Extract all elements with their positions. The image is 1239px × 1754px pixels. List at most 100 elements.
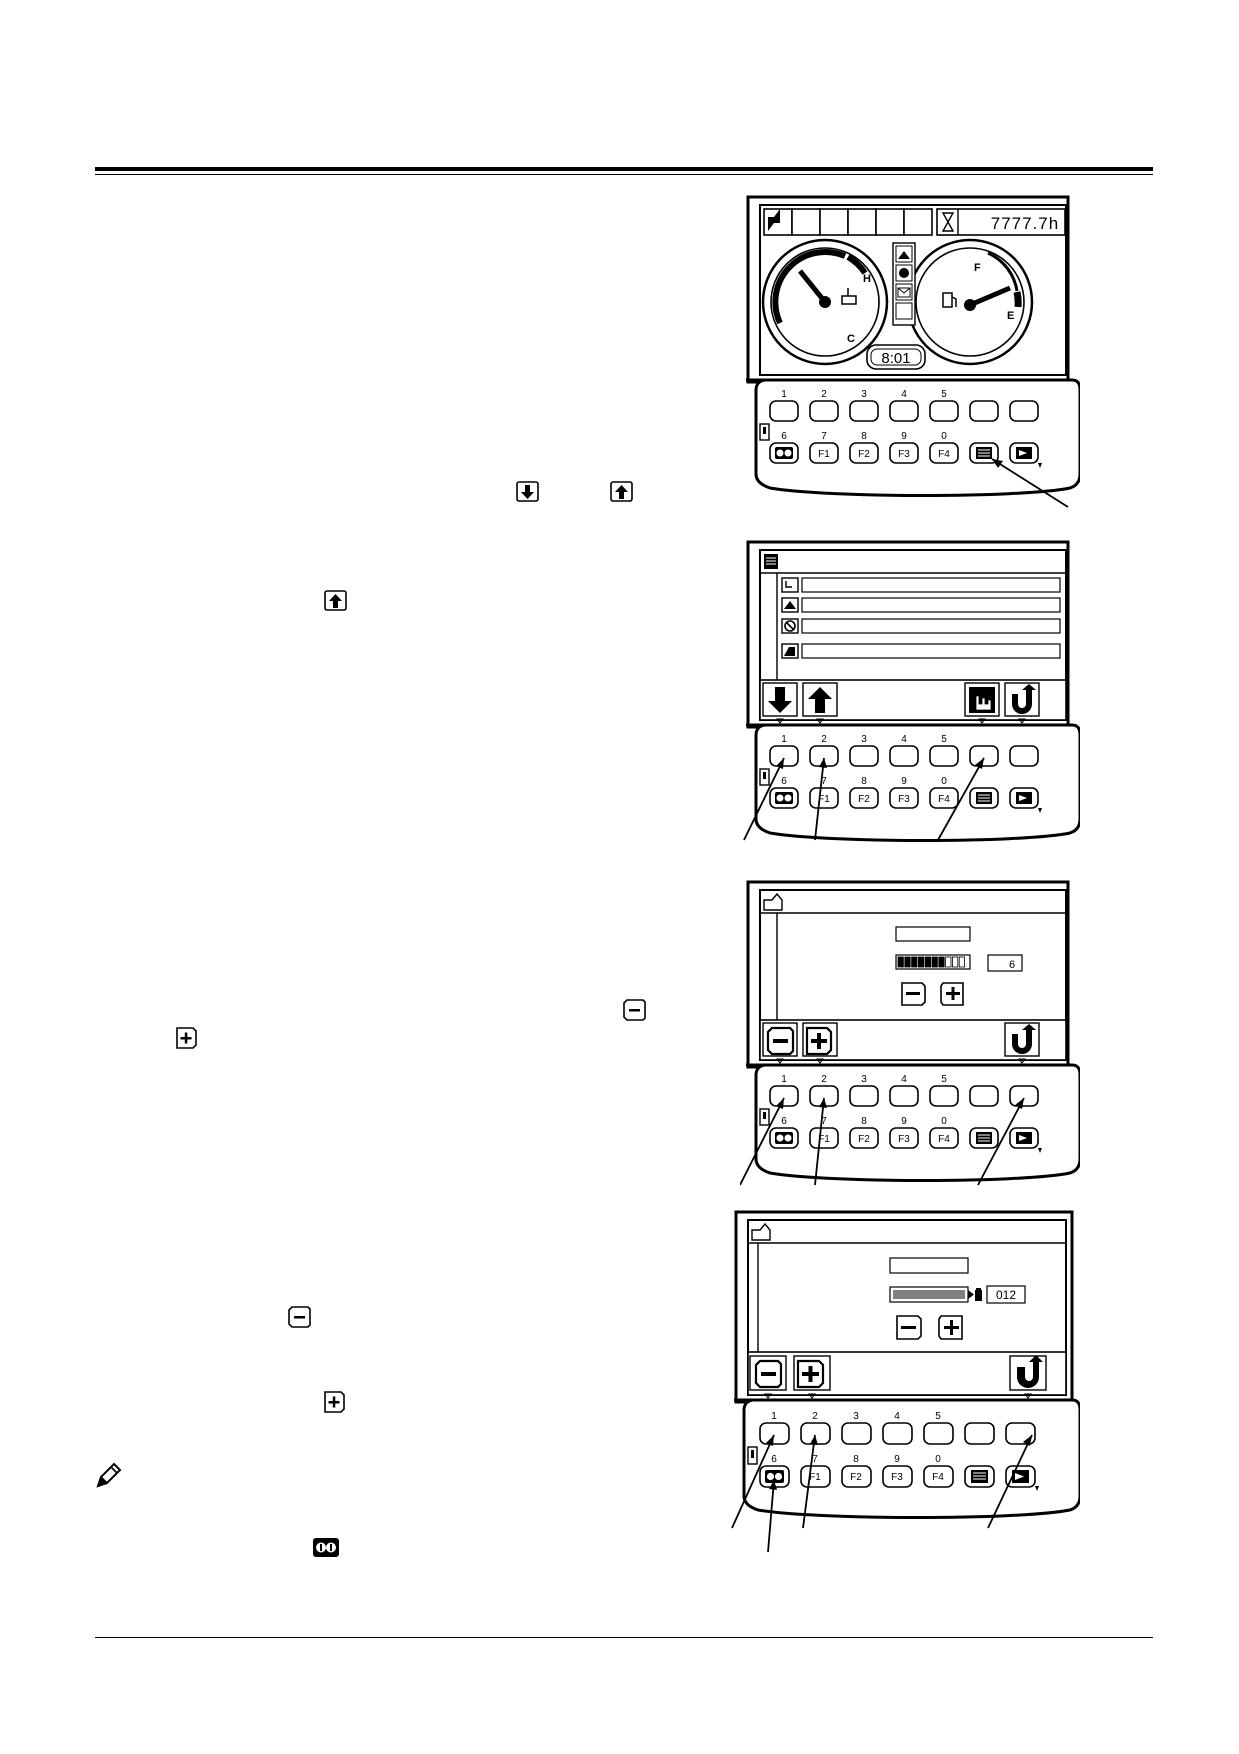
level-bar-cell — [938, 956, 945, 968]
key-1-button[interactable] — [769, 400, 799, 422]
svg-text:F1: F1 — [809, 1472, 821, 1483]
svg-text:F4: F4 — [938, 1134, 950, 1145]
status-box — [819, 208, 849, 236]
plus-icon — [324, 1391, 345, 1413]
key-5-button[interactable] — [929, 745, 959, 767]
svg-text:F2: F2 — [858, 794, 870, 805]
svg-text:6: 6 — [781, 776, 787, 787]
svg-text:F4: F4 — [938, 794, 950, 805]
f3-button[interactable] — [889, 442, 919, 464]
key-2-button[interactable] — [809, 400, 839, 422]
machine-icon — [898, 251, 910, 259]
f1-button[interactable] — [809, 787, 839, 809]
menu-row[interactable] — [801, 618, 1061, 634]
display-setting-icon — [763, 892, 783, 911]
key-3-button[interactable] — [849, 1085, 879, 1107]
svg-text:0: 0 — [935, 1454, 941, 1465]
f3-button[interactable] — [889, 787, 919, 809]
temp-low-label: C — [847, 333, 855, 345]
key-4-button[interactable] — [889, 745, 919, 767]
coolant-icon — [841, 288, 857, 305]
warning-icon — [899, 268, 909, 278]
svg-text:3: 3 — [861, 1074, 867, 1085]
svg-text:4: 4 — [901, 734, 907, 745]
key-blank-button[interactable] — [969, 400, 999, 422]
level-bar-cell — [931, 956, 938, 968]
key-3-button[interactable] — [849, 745, 879, 767]
f1-button[interactable] — [809, 1127, 839, 1149]
fuel-empty-label: E — [1007, 310, 1014, 322]
key-4-button[interactable] — [889, 400, 919, 422]
level-bar-cell — [924, 956, 931, 968]
svg-text:5: 5 — [935, 1411, 941, 1422]
header-rule-thick — [95, 167, 1153, 171]
f4-button[interactable] — [929, 787, 959, 809]
coolant-temp-gauge: H C — [761, 238, 889, 366]
key-3-button[interactable] — [849, 400, 879, 422]
clock-setting-icon — [781, 577, 799, 593]
f3-button[interactable] — [882, 1465, 913, 1488]
key-5-button[interactable] — [929, 1085, 959, 1107]
level-bar-cell — [897, 956, 904, 968]
f2-button[interactable] — [849, 442, 879, 464]
figure-3-adjust-screen: 6 1 2 3 4 5 6 7 8 9 0 F1 F2 — [740, 880, 1080, 1186]
f2-button[interactable] — [841, 1465, 872, 1488]
status-box — [791, 208, 821, 236]
value-field — [889, 1257, 969, 1274]
return-icon — [1012, 684, 1036, 714]
svg-text:6: 6 — [771, 1454, 777, 1465]
level-bar-cells — [897, 956, 965, 968]
level-bar-cell — [917, 956, 925, 968]
svg-text:4: 4 — [901, 1074, 907, 1085]
level-value-box — [987, 954, 1023, 972]
svg-text:F1: F1 — [818, 794, 830, 805]
pointer-arrow — [814, 1097, 825, 1186]
svg-text:8: 8 — [853, 1454, 859, 1465]
svg-text:1: 1 — [781, 734, 787, 745]
menu-row[interactable] — [801, 577, 1061, 593]
key-1-button[interactable] — [759, 1422, 790, 1445]
pointer-arrow — [802, 1434, 816, 1529]
svg-text:F3: F3 — [898, 1134, 910, 1145]
key-1-button[interactable] — [769, 1085, 799, 1107]
pointer-arrow — [937, 757, 985, 841]
key-blank-button[interactable] — [1009, 745, 1039, 767]
f1-button[interactable] — [809, 442, 839, 464]
pointer-arrow — [740, 1097, 785, 1186]
key-5-button[interactable] — [923, 1422, 954, 1445]
pointer-arrow — [991, 458, 1069, 508]
svg-text:F1: F1 — [818, 449, 830, 460]
key-blank-button[interactable] — [964, 1422, 995, 1445]
svg-text:9: 9 — [901, 1116, 907, 1127]
f2-button[interactable] — [849, 1127, 879, 1149]
f3-button[interactable] — [889, 1127, 919, 1149]
key-5-button[interactable] — [929, 400, 959, 422]
svg-text:7: 7 — [821, 1116, 827, 1127]
key-3-button[interactable] — [841, 1422, 872, 1445]
svg-text:F4: F4 — [932, 1472, 944, 1483]
svg-text:7: 7 — [812, 1454, 818, 1465]
key-blank-button[interactable] — [969, 745, 999, 767]
key-4-button[interactable] — [882, 1422, 913, 1445]
svg-text:3: 3 — [861, 389, 867, 400]
key-4-button[interactable] — [889, 1085, 919, 1107]
svg-text:6: 6 — [781, 431, 787, 442]
key-blank-button[interactable] — [969, 1085, 999, 1107]
return-icon — [1017, 1355, 1043, 1388]
svg-text:F2: F2 — [858, 449, 870, 460]
f4-button[interactable] — [929, 442, 959, 464]
key-blank-button[interactable] — [1009, 1085, 1039, 1107]
header-rule-thin — [95, 174, 1153, 175]
keypad: 1 2 3 4 5 6 7 8 9 0 F1 F2 F3 F4 — [759, 1074, 1042, 1153]
svg-text:F3: F3 — [898, 794, 910, 805]
menu-row[interactable] — [801, 597, 1061, 613]
f4-button[interactable] — [923, 1465, 954, 1488]
status-box — [847, 208, 877, 236]
key-blank-button[interactable] — [1009, 400, 1039, 422]
minus-icon — [288, 1306, 311, 1328]
menu-row[interactable] — [801, 643, 1061, 659]
f2-button[interactable] — [849, 787, 879, 809]
f4-button[interactable] — [929, 1127, 959, 1149]
key-1-button[interactable] — [769, 745, 799, 767]
svg-text:0: 0 — [941, 776, 947, 787]
